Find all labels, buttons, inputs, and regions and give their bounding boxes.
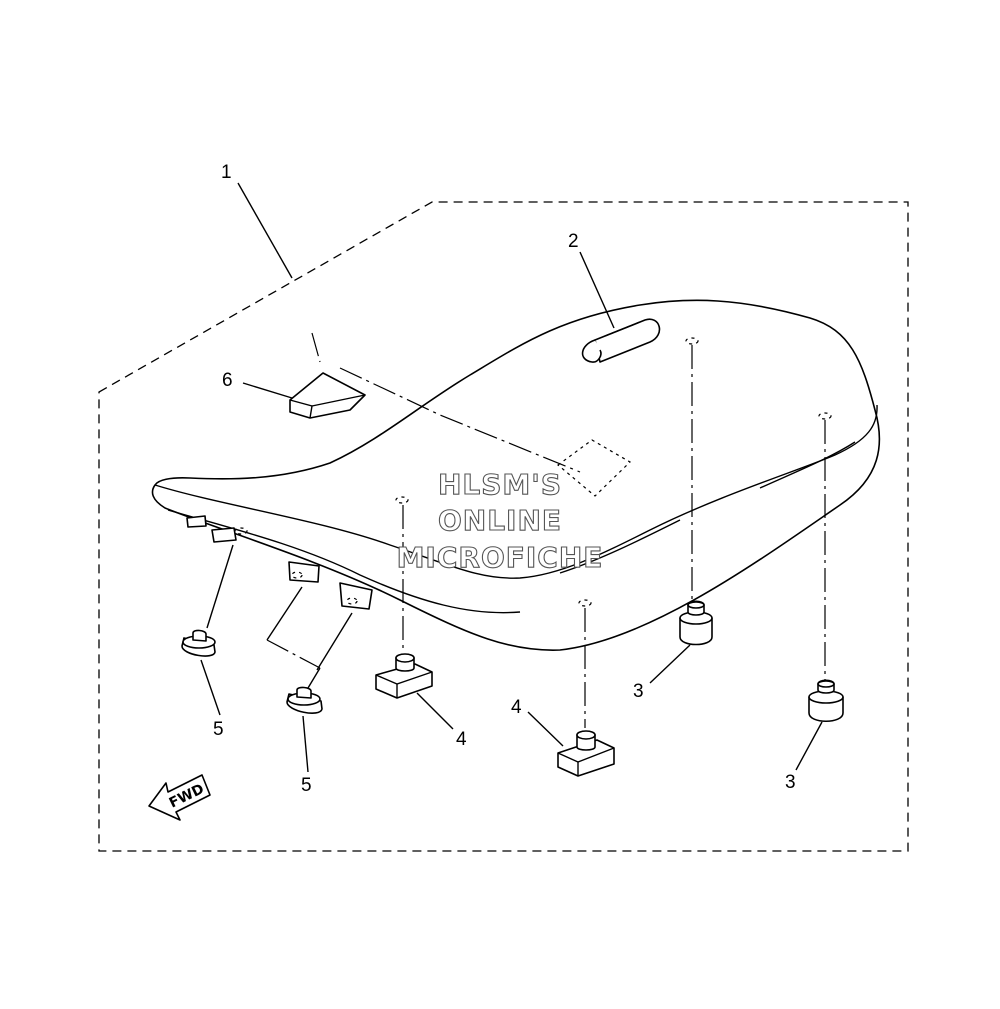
install-line-5b-left — [266, 586, 303, 641]
install-line-5b-right — [316, 612, 353, 671]
part-5-grommet-a — [181, 629, 216, 657]
leader-5b — [302, 715, 309, 773]
callout-4a: 4 — [456, 729, 467, 750]
leader-4b — [527, 711, 564, 747]
fwd-arrow: FWD — [148, 774, 211, 821]
callout-5b: 5 — [301, 775, 312, 796]
assembly-boundary — [98, 201, 909, 852]
leader-3a — [649, 644, 691, 684]
part-6-install-area — [557, 439, 631, 497]
callout-4b: 4 — [511, 697, 522, 718]
leader-4a — [416, 692, 454, 730]
seat-body — [151, 299, 881, 651]
leader-1 — [237, 182, 293, 279]
watermark-line-2: ONLINE — [438, 504, 562, 537]
part-4-bracket-a — [375, 653, 433, 699]
hole-3a — [685, 337, 699, 345]
part-6-locator — [311, 332, 321, 363]
part-2-strap — [581, 318, 661, 363]
callout-6: 6 — [222, 370, 233, 391]
install-line-5b-grommet — [307, 667, 321, 689]
leader-6 — [242, 382, 293, 399]
callout-5a: 5 — [213, 719, 224, 740]
watermark-line-1: HLSM'S — [438, 468, 562, 501]
part-3-damper-a — [679, 600, 713, 646]
part-5-grommet-b — [286, 686, 323, 714]
leader-5a — [200, 659, 221, 716]
callout-2: 2 — [568, 231, 579, 252]
part-6-pad — [289, 372, 366, 419]
part-4-bracket-b — [557, 730, 615, 777]
install-line-5b-join — [266, 639, 321, 669]
part-3-damper-b — [808, 679, 844, 723]
leader-3b — [795, 721, 823, 771]
hole-4a — [395, 496, 409, 504]
install-line-5a — [206, 544, 234, 629]
watermark-line-3: MICROFICHE — [397, 541, 604, 574]
hole-3b — [818, 412, 832, 420]
callout-3b: 3 — [785, 772, 796, 793]
leader-2 — [579, 251, 615, 329]
hole-4b — [578, 599, 592, 607]
callout-1: 1 — [221, 162, 232, 183]
callout-3a: 3 — [633, 681, 644, 702]
watermark: HLSM'S ONLINE MICROFICHE — [396, 467, 604, 574]
